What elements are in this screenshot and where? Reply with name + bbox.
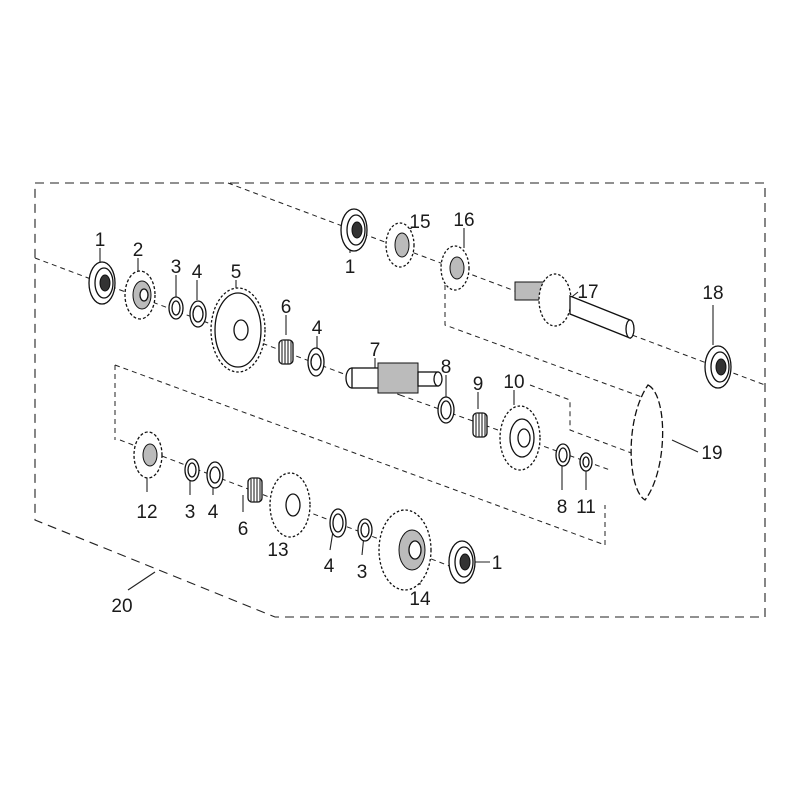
gear-16 [440,245,470,291]
callout-1: 1 [95,230,106,251]
callout-17: 17 [577,282,598,303]
gear-5 [210,287,266,373]
gear-10 [499,405,541,471]
bearing-1-left [88,261,116,305]
callout-13: 13 [267,540,288,561]
callout-12: 12 [136,502,157,523]
callout-3: 3 [357,562,368,583]
callout-6: 6 [238,519,249,540]
callout-5: 5 [231,262,242,283]
callout-8: 8 [557,497,568,518]
callout-11: 11 [576,497,596,518]
bearing-18 [704,345,732,389]
gear-14 [378,509,432,591]
callout-3: 3 [171,257,182,278]
callout-4: 4 [312,318,323,339]
shaft-17 [514,273,635,339]
bearing-1-top [340,208,368,252]
callout-14: 14 [409,589,431,610]
gear-13 [269,472,311,538]
callout-4: 4 [324,556,335,577]
needle-bearing-6b [247,477,263,503]
callout-16: 16 [453,210,474,231]
callout-6: 6 [281,297,292,318]
gear-2 [124,270,156,320]
callout-20: 20 [111,596,132,617]
circlip-3b [184,458,200,482]
callout-1: 1 [492,553,503,574]
callout-8: 8 [441,357,452,378]
shaft-7 [345,362,443,394]
needle-bearing-9 [472,412,488,438]
gear-12 [133,431,163,479]
washer-4d [329,508,347,538]
gear-15 [385,222,415,268]
bearing-1-bottom [448,540,476,584]
callout-7: 7 [370,340,381,361]
callout-18: 18 [702,283,723,304]
circlip-8 [437,396,455,424]
washer-4b [307,347,325,377]
assembly-outline [34,182,766,618]
circlip-11 [579,452,593,472]
circlip-3 [168,296,184,320]
needle-bearing-6 [278,339,294,365]
callout-10: 10 [503,372,524,393]
callout-15: 15 [409,212,430,233]
circlip-8b [555,443,571,467]
callout-19: 19 [701,443,722,464]
washer-4c [206,461,224,489]
callout-3: 3 [185,502,196,523]
callout-2: 2 [133,240,144,261]
chain-19 [630,384,664,501]
washer-4 [189,300,207,328]
circlip-3c [357,518,373,542]
callout-4: 4 [208,502,219,523]
callout-4: 4 [192,262,203,283]
callout-1: 1 [345,257,356,278]
callout-9: 9 [473,374,484,395]
